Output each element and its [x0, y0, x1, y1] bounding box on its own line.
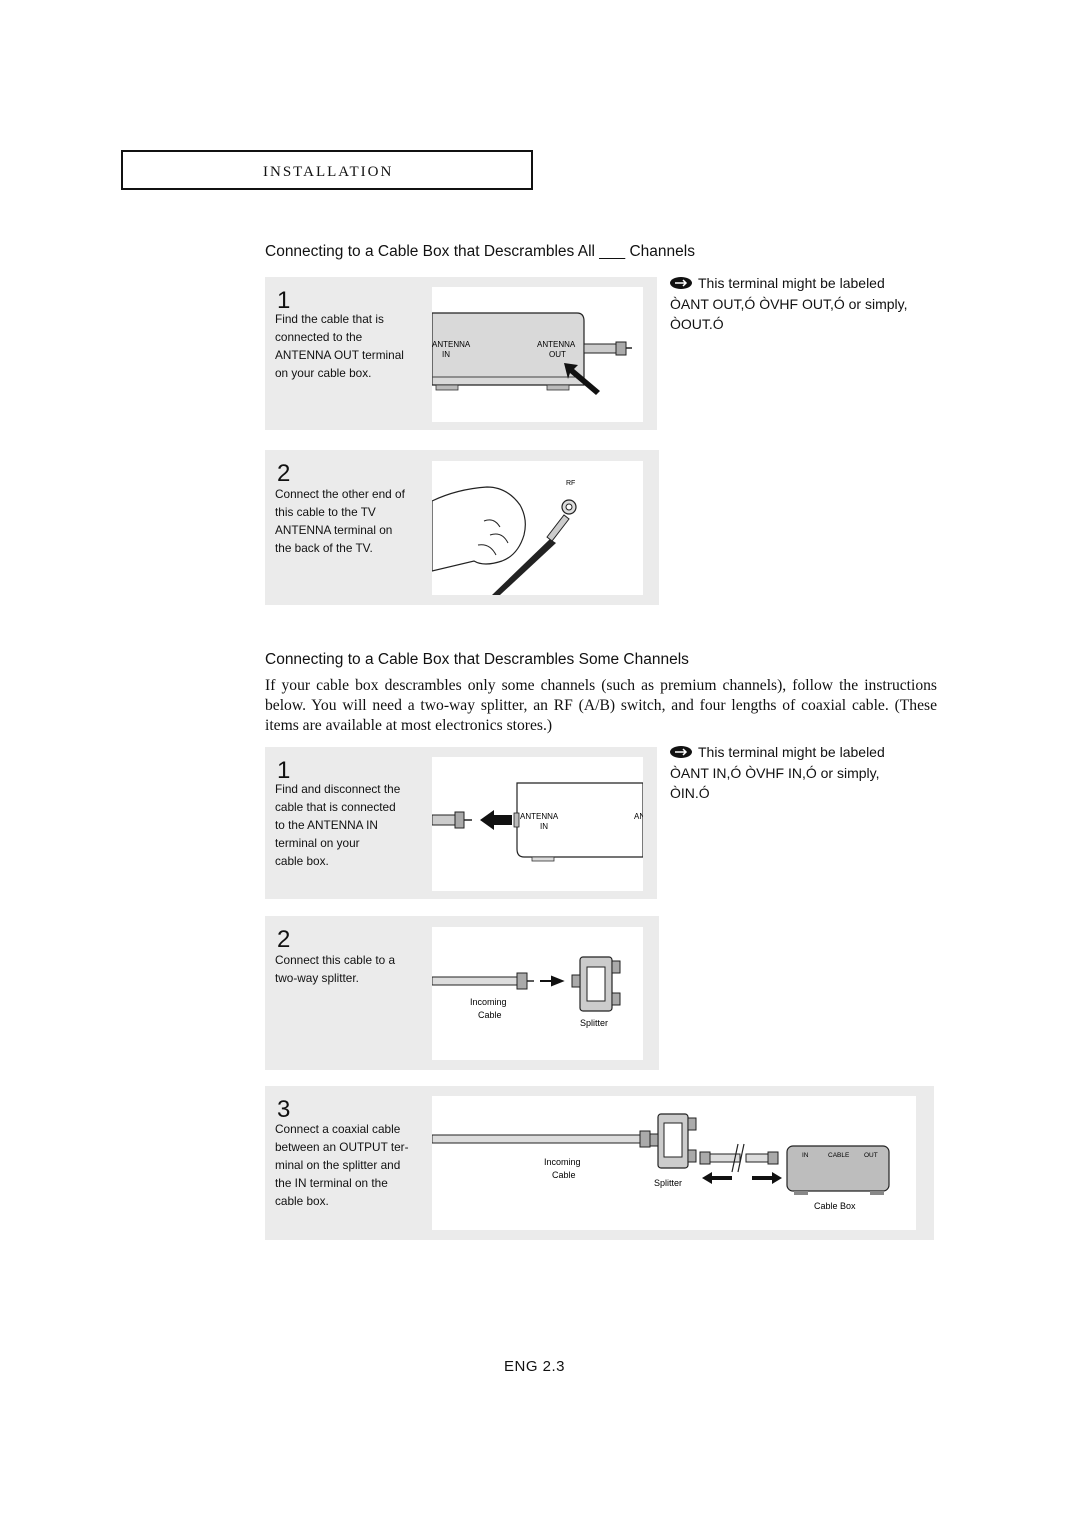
- s1-step2-number: 2: [277, 460, 291, 487]
- splitter-to-cable-box-diagram: IN CABLE OUT Incoming Cable Splitter Cab…: [432, 1113, 890, 1211]
- s1-step2-text: Connect the other end of this cable to t…: [275, 487, 405, 555]
- s1-step1-panel: 1 Find the cable that is connected to th…: [265, 277, 657, 430]
- s1-note-line1: This terminal might be labeled: [698, 275, 885, 291]
- section-title: INSTALLATION: [263, 164, 394, 180]
- label-incoming: Incoming: [544, 1157, 581, 1167]
- disconnect-antenna-in-diagram: ANTENNA IN AN: [432, 782, 643, 862]
- note-arrow-icon: [670, 743, 692, 763]
- label-antenna-cut: AN: [634, 812, 643, 821]
- label-antenna-in-1: ANTENNA: [432, 340, 471, 349]
- section2-heading: Connecting to a Cable Box that Descrambl…: [265, 651, 689, 668]
- s1-step2-panel: 2 Connect the other end of this cable to…: [265, 450, 659, 605]
- page-number: ENG 2.3: [504, 1358, 566, 1375]
- s2-step1-panel: 1 Find and disconnect the cable that is …: [265, 747, 657, 899]
- s2-step1-text: Find and disconnect the cable that is co…: [275, 782, 401, 868]
- s2-note-line2: ÒANT IN,Ó ÒVHF IN,Ó or simply,: [670, 765, 880, 782]
- s2-step2-panel: 2 Connect this cable to a two-way splitt…: [265, 916, 659, 1070]
- label-in: IN: [540, 822, 548, 831]
- label-rf: RF: [566, 480, 575, 487]
- s2-step3-illustration: IN CABLE OUT Incoming Cable Splitter Cab…: [432, 1096, 916, 1230]
- s2-step3-text: Connect a coaxial cable between an OUTPU…: [275, 1122, 409, 1208]
- label-antenna-in-2: IN: [442, 350, 450, 359]
- label-incoming: Incoming: [470, 997, 507, 1007]
- label-box-in: IN: [802, 1152, 809, 1159]
- s2-step3-number: 3: [277, 1096, 291, 1123]
- label-box-out: OUT: [864, 1152, 878, 1159]
- s2-step1-illustration: ANTENNA IN AN: [432, 757, 643, 891]
- s2-note: This terminal might be labeled ÒANT IN,Ó…: [670, 742, 885, 803]
- s2-step3-panel: 3 Connect a coaxial cable between an OUT…: [265, 1086, 934, 1240]
- label-splitter: Splitter: [654, 1178, 682, 1188]
- s2-step2-number: 2: [277, 926, 291, 953]
- cable-box-antenna-out-diagram: ANTENNA IN ANTENNA OUT: [432, 312, 632, 395]
- s1-note-line3: ÒOUT.Ó: [670, 316, 724, 333]
- label-antenna: ANTENNA: [520, 812, 559, 821]
- s2-step2-illustration: Incoming Cable Splitter: [432, 927, 643, 1060]
- s1-step2-illustration: RF: [432, 461, 643, 595]
- label-box-cable: CABLE: [828, 1152, 850, 1159]
- s2-note-line3: ÒIN.Ó: [670, 785, 710, 802]
- s2-step2-text: Connect this cable to a two-way splitter…: [275, 953, 396, 985]
- s1-step1-number: 1: [277, 287, 291, 314]
- label-antenna-out-1: ANTENNA: [537, 340, 576, 349]
- section-header-box: INSTALLATION: [121, 150, 533, 190]
- label-antenna-out-2: OUT: [549, 350, 566, 359]
- section2-paragraph: If your cable box descrambles only some …: [265, 677, 937, 734]
- label-cable-box: Cable Box: [814, 1201, 856, 1211]
- s1-note: This terminal might be labeled ÒANT OUT,…: [670, 273, 908, 334]
- s2-step1-number: 1: [277, 757, 291, 784]
- s1-step1-text: Find the cable that is connected to the …: [275, 312, 404, 380]
- s2-note-line1: This terminal might be labeled: [698, 744, 885, 760]
- label-cable: Cable: [478, 1010, 502, 1020]
- s1-note-line2: ÒANT OUT,Ó ÒVHF OUT,Ó or simply,: [670, 296, 908, 313]
- label-splitter: Splitter: [580, 1018, 608, 1028]
- note-arrow-icon: [670, 274, 692, 294]
- label-cable: Cable: [552, 1170, 576, 1180]
- connect-to-splitter-diagram: Incoming Cable Splitter: [432, 956, 621, 1028]
- section1-heading: Connecting to a Cable Box that Descrambl…: [265, 243, 695, 260]
- s1-step1-illustration: ANTENNA IN ANTENNA OUT: [432, 287, 643, 422]
- hand-connecting-tv-antenna-diagram: RF: [432, 480, 577, 595]
